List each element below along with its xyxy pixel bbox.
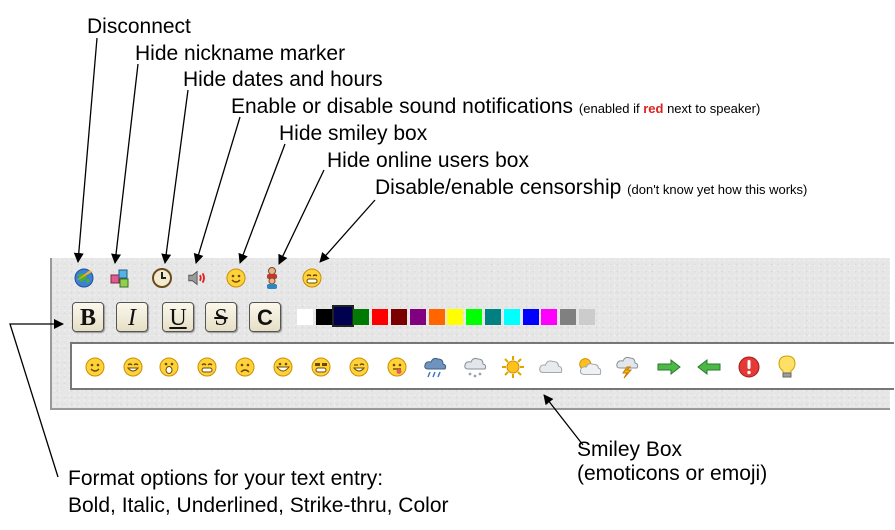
clock-icon[interactable]: [150, 266, 174, 290]
color-swatch[interactable]: [541, 309, 558, 325]
label-sound-note: (enabled if red next to speaker): [578, 101, 761, 116]
snow-cloud-icon[interactable]: [462, 354, 488, 380]
color-swatch[interactable]: [372, 309, 389, 325]
arrow-sound: [193, 116, 241, 264]
smiley-grin-icon[interactable]: [120, 354, 146, 380]
censor-face-icon[interactable]: [300, 266, 324, 290]
label-censorship-text: Disable/enable censorship: [375, 176, 622, 199]
smiley-sad-icon[interactable]: [232, 354, 258, 380]
color-swatch[interactable]: [315, 309, 332, 325]
storm-icon[interactable]: [614, 354, 640, 380]
label-censorship-note: (don't know yet how this works): [627, 182, 808, 197]
arrow-censorship: [319, 199, 376, 263]
color-swatch[interactable]: [331, 305, 354, 327]
label-disconnect: Disconnect: [87, 15, 191, 38]
strikethrough-button[interactable]: S: [205, 302, 237, 332]
lightbulb-icon[interactable]: [774, 354, 800, 380]
cloud-icon[interactable]: [538, 354, 564, 380]
speaker-icon[interactable]: [186, 266, 210, 290]
label-format-options: Format options for your text entry: Bold…: [68, 465, 449, 519]
label-hide-online: Hide online users box: [327, 149, 529, 172]
color-swatch[interactable]: [391, 309, 407, 325]
color-swatch[interactable]: [428, 309, 445, 325]
smiley-box: [70, 342, 894, 390]
color-swatch[interactable]: [579, 309, 595, 325]
arrow-right-icon[interactable]: [656, 354, 682, 380]
color-swatch[interactable]: [353, 309, 370, 325]
label-smiley-box-line1: Smiley Box: [577, 438, 683, 461]
online-users-icon[interactable]: [260, 266, 284, 290]
rain-cloud-icon[interactable]: [422, 354, 448, 380]
color-swatch[interactable]: [503, 309, 520, 325]
smiley-laugh-icon[interactable]: [194, 354, 220, 380]
label-hide-dates: Hide dates and hours: [183, 68, 383, 91]
smiley-tongue-icon[interactable]: [384, 354, 410, 380]
label-censorship: Disable/enable censorship (don't know ye…: [375, 176, 807, 202]
underline-button[interactable]: U: [162, 302, 194, 332]
label-hide-nickname: Hide nickname marker: [135, 42, 346, 65]
label-hide-smiley: Hide smiley box: [279, 122, 428, 145]
warning-icon[interactable]: [736, 354, 762, 380]
globe-icon[interactable]: [72, 266, 96, 290]
sun-cloud-icon[interactable]: [576, 354, 602, 380]
color-swatch[interactable]: [560, 309, 577, 325]
users-cubes-icon[interactable]: [108, 266, 132, 290]
smiley-shocked-icon[interactable]: [156, 354, 182, 380]
label-sound: Enable or disable sound notifications (e…: [231, 95, 760, 121]
label-smiley-box-line2: (emoticons or emoji): [577, 462, 768, 485]
bold-button[interactable]: B: [72, 302, 104, 332]
color-swatch[interactable]: [522, 309, 539, 325]
italic-button[interactable]: I: [116, 302, 148, 332]
color-swatch[interactable]: [485, 309, 501, 325]
arrow-disconnect: [73, 37, 98, 263]
arrow-hide-dates: [161, 89, 189, 264]
smiley-cool-icon[interactable]: [308, 354, 334, 380]
smiley-icon[interactable]: [224, 266, 248, 290]
label-smiley-box: Smiley Box (emoticons or emoji): [577, 438, 767, 486]
arrow-hide-nickname: [111, 63, 139, 264]
color-swatch[interactable]: [409, 309, 426, 325]
color-swatch[interactable]: [297, 309, 313, 325]
label-format-line1: Format options for your text entry:: [68, 467, 384, 490]
smiley-wink-icon[interactable]: [346, 354, 372, 380]
label-sound-text: Enable or disable sound notifications: [231, 95, 574, 118]
sun-icon[interactable]: [500, 354, 526, 380]
label-format-line2: Bold, Italic, Underlined, Strike-thru, C…: [68, 494, 449, 517]
color-button[interactable]: C: [249, 302, 281, 332]
smiley-big-grin-icon[interactable]: [270, 354, 296, 380]
color-swatch[interactable]: [447, 309, 464, 325]
color-swatch[interactable]: [466, 309, 483, 325]
arrow-hide-online: [278, 169, 325, 265]
arrow-hide-smiley: [238, 143, 286, 264]
smiley-smile-icon[interactable]: [82, 354, 108, 380]
arrow-left-icon[interactable]: [696, 354, 722, 380]
chat-toolbar-panel: B I U S C: [50, 258, 894, 410]
